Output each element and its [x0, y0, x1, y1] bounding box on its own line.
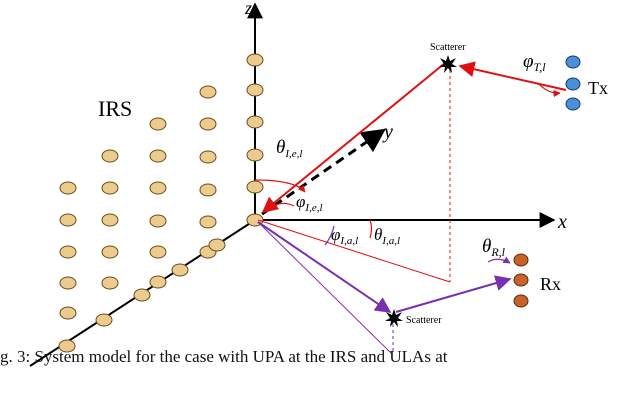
- theta-I-a-arc: [369, 219, 373, 239]
- scatterer-bottom-label: Scatterer: [406, 315, 442, 326]
- caption-line-1: g. 3: System model for the case with UPA…: [0, 347, 448, 366]
- theta-R-label: θR,l: [482, 236, 506, 259]
- irs-element: [246, 180, 264, 194]
- irs-element: [171, 263, 189, 277]
- y-axis-dashed: [261, 128, 386, 216]
- irs-element: [199, 183, 217, 197]
- tx-element: [565, 77, 581, 91]
- irs-element: [246, 148, 264, 162]
- phi-T-label: φT,l: [523, 51, 546, 74]
- irs-element: [149, 275, 167, 289]
- irs-element: [246, 115, 264, 129]
- irs-element: [101, 276, 119, 290]
- phi-T-arc: [537, 82, 561, 98]
- irs-element: [95, 313, 113, 327]
- x-axis-label: x: [557, 211, 567, 233]
- figure-caption: g. 3: System model for the case with UPA…: [0, 346, 638, 367]
- irs-element: [59, 213, 77, 227]
- theta-R-arc: [487, 256, 511, 264]
- tx-to-scatterer-line: [458, 61, 567, 91]
- scatterer-to-rx-line: [395, 275, 512, 313]
- irs-element: [199, 150, 217, 164]
- tx-element: [565, 55, 581, 69]
- irs-element: [59, 181, 77, 195]
- tx-label: Tx: [588, 78, 608, 98]
- irs-element: [59, 245, 77, 259]
- rx-array: [513, 253, 529, 308]
- irs-element: [246, 53, 264, 67]
- tx-array: [565, 55, 581, 111]
- irs-to-scatterer-line: [257, 221, 392, 313]
- phi-I-a-arc: [324, 225, 335, 246]
- irs-element-grid: [58, 53, 264, 353]
- theta-I-e-arc: [254, 179, 306, 193]
- phi-I-e-label: φI,e,l: [296, 192, 323, 214]
- rx-label: Rx: [540, 274, 561, 294]
- irs-element: [208, 238, 226, 252]
- irs-element: [101, 181, 119, 195]
- irs-element: [149, 149, 167, 163]
- theta-I-e-label: θI,e,l: [276, 137, 302, 160]
- irs-element: [199, 117, 217, 131]
- phi-I-e-arc: [269, 202, 295, 209]
- scatterer-top-label: Scatterer: [430, 42, 466, 53]
- irs-to-floor-line: [257, 221, 393, 355]
- scatterer-bottom-icon: [385, 309, 403, 327]
- tx-element: [565, 97, 581, 111]
- scatterer-top-icon: [439, 55, 457, 73]
- rx-element: [513, 253, 529, 267]
- irs-element: [246, 83, 264, 97]
- irs-projection-line: [257, 219, 451, 283]
- irs-label: IRS: [98, 96, 132, 121]
- irs-element: [101, 213, 119, 227]
- z-axis-label: z: [244, 0, 252, 18]
- irs-element: [101, 245, 119, 259]
- purple-path: [257, 221, 512, 355]
- irs-element: [59, 306, 77, 320]
- irs-element: [199, 215, 217, 229]
- scatterer-to-irs-line: [261, 62, 446, 214]
- irs-element: [199, 85, 217, 99]
- irs-element: [101, 149, 119, 163]
- angle-arcs: [254, 82, 561, 264]
- y-axis-label: y: [382, 121, 393, 143]
- irs-element: [149, 181, 167, 195]
- rx-element: [513, 273, 529, 287]
- irs-element: [149, 214, 167, 228]
- irs-element: [149, 117, 167, 131]
- rx-element: [513, 294, 529, 308]
- irs-element: [58, 339, 76, 353]
- phi-I-a-label: φI,a,l: [331, 225, 358, 247]
- theta-I-a-label: θI,a,l: [374, 225, 400, 247]
- irs-element: [149, 245, 167, 259]
- red-path: [257, 61, 567, 283]
- irs-element: [133, 288, 151, 302]
- irs-element: [59, 276, 77, 290]
